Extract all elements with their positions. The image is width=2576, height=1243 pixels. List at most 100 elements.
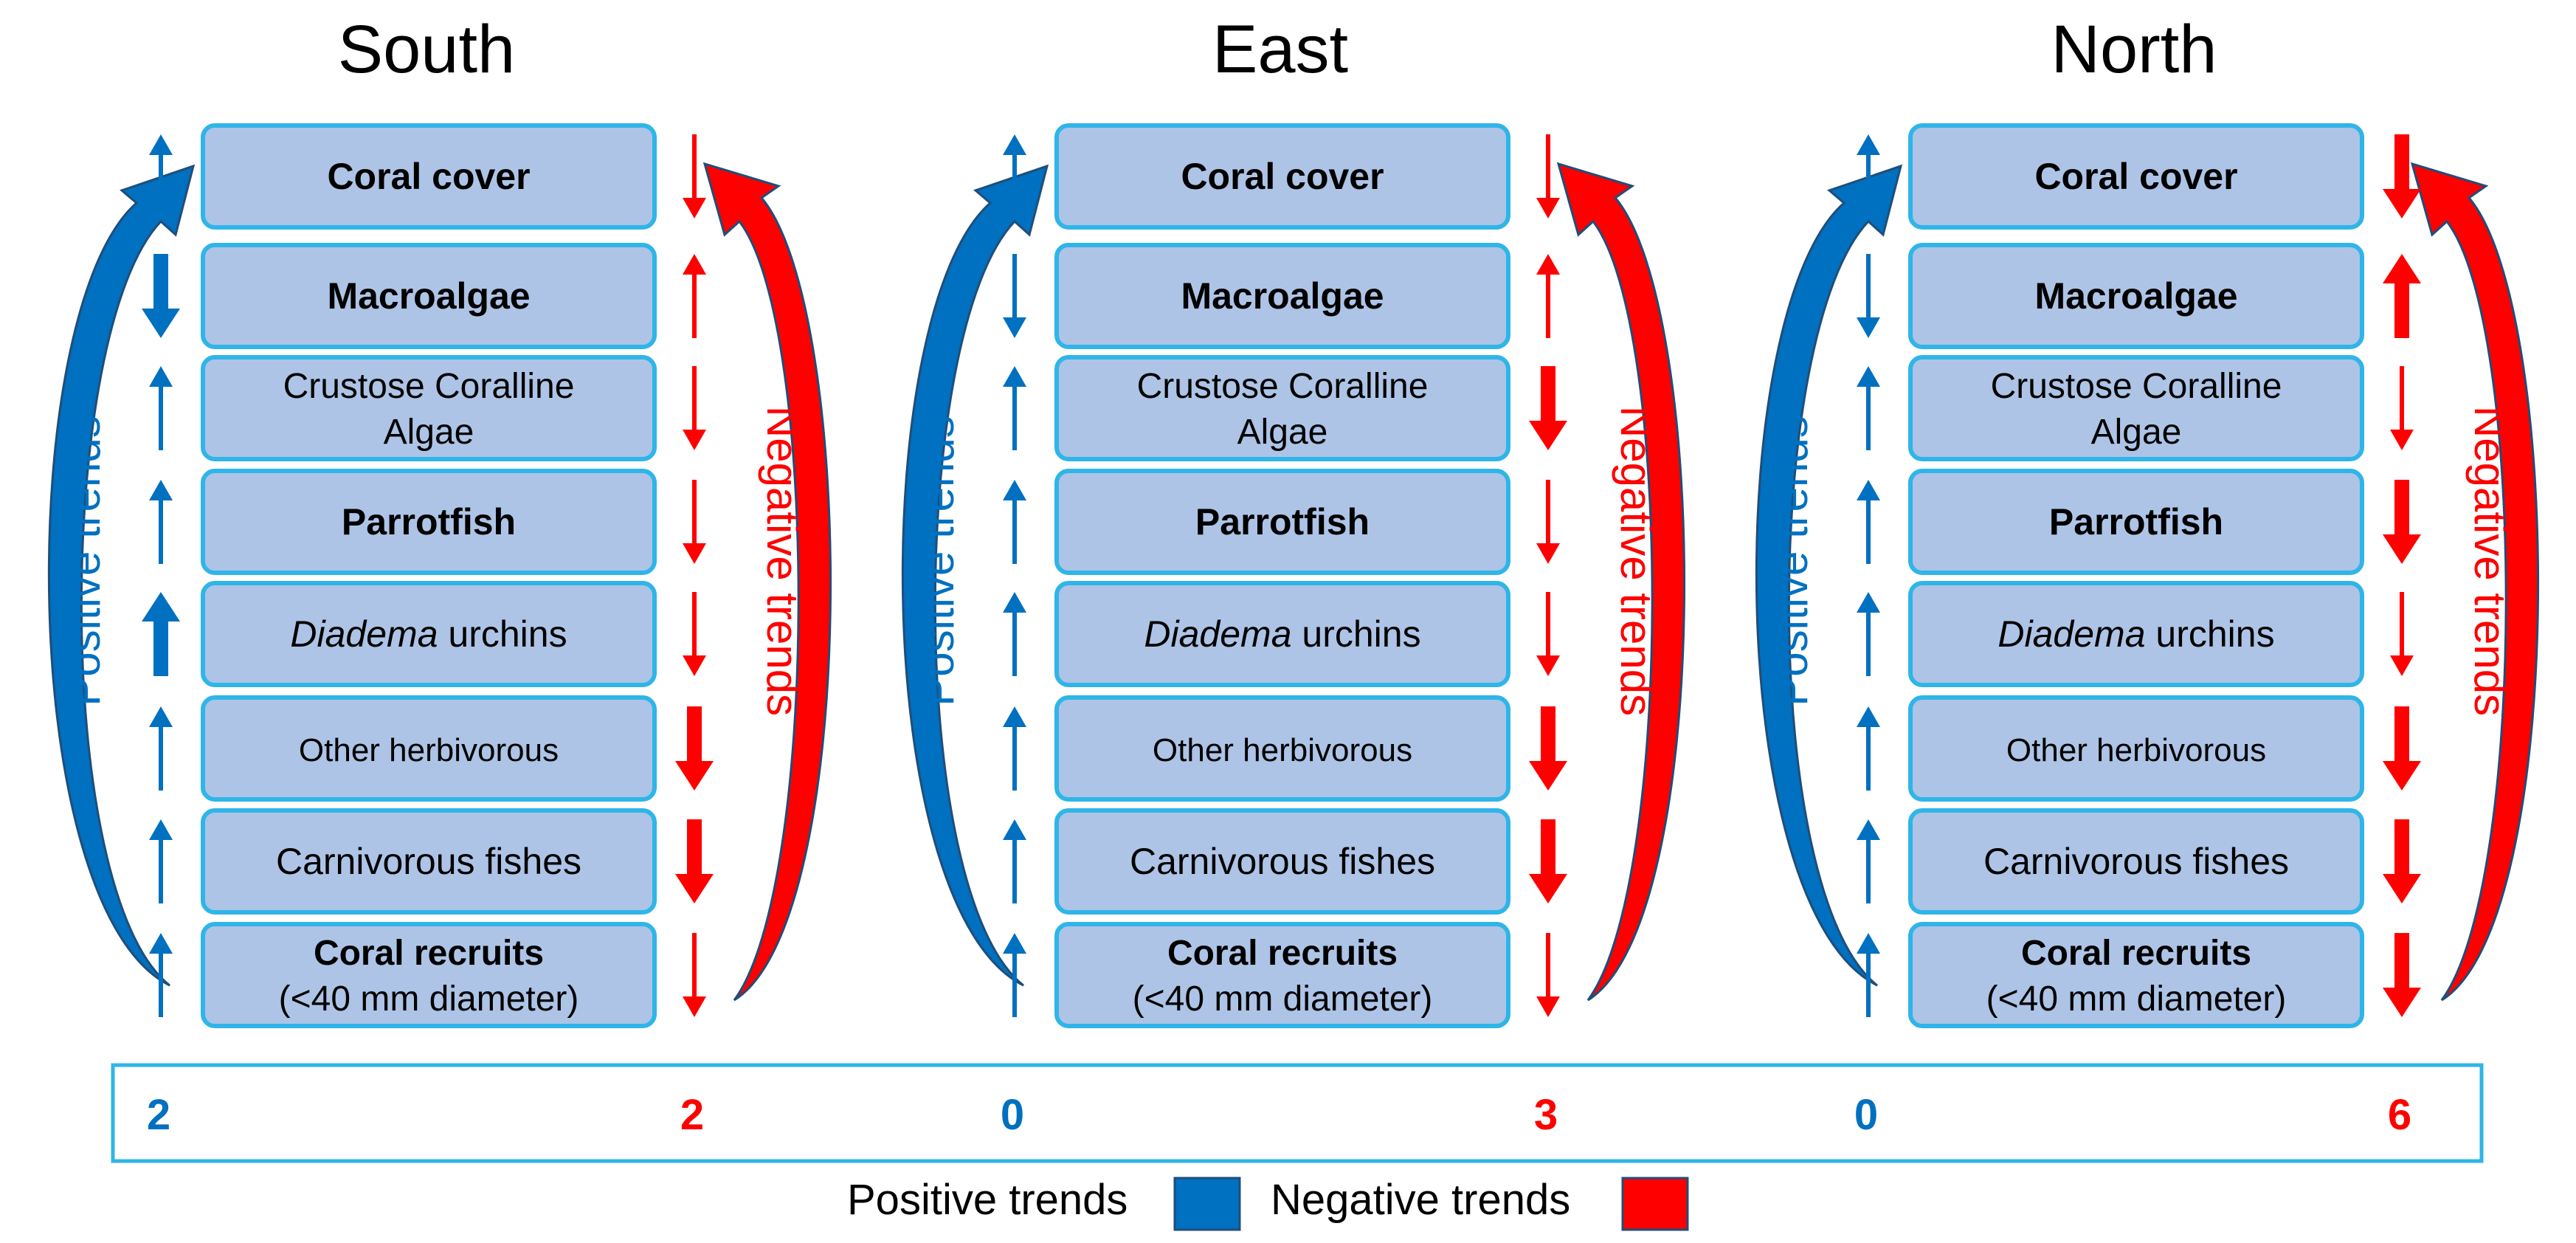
trophic-row: Coral recruits(<40 mm diameter) [1857,922,2421,1028]
trophic-box [1054,469,1510,575]
positive-trend-arrow-head [1857,134,1880,155]
negative-trend-arrow-head [2383,988,2421,1017]
positive-trend-arrow-head [1857,592,1880,613]
negative-feedback-curve [702,162,832,1002]
panel-title: South [338,12,515,87]
negative-trend-arrow-head [2390,655,2414,676]
positive-trend-arrow-head [1003,933,1026,954]
trophic-box-label: Algae [2091,413,2182,452]
side-label-negative: Negative trends [758,406,807,716]
trophic-box [201,695,657,802]
negative-trend-arrow-head [1536,254,1560,275]
positive-trend-arrow-head [1003,366,1026,387]
trophic-box-label: Algae [1237,413,1328,452]
positive-count: 0 [1001,1091,1024,1139]
positive-trend-arrow-head [1003,480,1026,500]
trophic-box [1908,581,2364,687]
trophic-row: Parrotfish [1003,469,1560,575]
positive-trend-arrow-head [1857,317,1880,338]
trophic-box [201,243,657,349]
trophic-box [201,123,657,230]
trophic-box [201,355,657,461]
trophic-box-label: Diadema urchins [1997,613,2274,655]
positive-trend-arrow-head [142,592,180,622]
trophic-box-label: Algae [384,413,474,452]
trophic-box-label: Coral cover [1181,156,1384,197]
negative-feedback-curve [2410,162,2540,1002]
trophic-row: Coral recruits (<40 mm diameter) [1003,922,1560,1028]
trophic-box [1054,922,1510,1028]
panel-title: East [1212,12,1348,87]
trophic-row: Carnivorous fishes [1003,808,1567,915]
trophic-row: Coral cover [1003,123,1560,230]
positive-trend-arrow-head [142,309,180,338]
side-label-positive: Positive trends [60,416,109,706]
positive-trend-arrow-head [1857,933,1880,954]
positive-trend-arrow-head [1857,366,1880,387]
trophic-row: Carnivorous fishes [149,808,714,915]
trophic-box-label: Macroalgae [327,275,530,317]
trophic-box [1908,243,2364,349]
positive-trend-arrow-head [1857,480,1880,500]
trophic-box-label: Parrotfish [2049,501,2223,543]
trophic-box-label: Coral cover [327,156,530,197]
positive-trend-arrow-head [149,933,173,954]
negative-trend-arrow-head [683,430,706,450]
trophic-box-label: (<40 mm diameter) [279,979,579,1019]
trophic-box-label: Crustose Coralline [1137,367,1429,406]
side-label-negative: Negative trends [1612,406,1661,716]
negative-trend-arrow-head [1529,761,1567,791]
positive-feedback-curve [901,164,1049,987]
negative-trend-arrow-head [1529,874,1567,903]
trophic-box-label: Coral cover [2034,156,2237,197]
legend-negative-swatch [1621,1177,1689,1231]
trophic-row: Coral cover [149,123,706,230]
trophic-row: Other herbivorous [149,695,714,802]
side-label-positive: Positive trends [1767,416,1817,706]
side-label-positive: Positive trends [914,416,963,706]
trophic-box-label: Coral recruits [1167,934,1398,973]
legend-negative-label: Negative trends [1271,1176,1570,1224]
negative-count: 2 [680,1091,704,1139]
negative-trend-arrow-head [683,543,706,564]
trophic-box-label: Diadema urchins [1144,613,1420,655]
negative-trend-arrow-head [683,254,706,275]
positive-feedback-curve [1755,164,1903,987]
negative-trend-arrow-head [1529,421,1567,450]
negative-trend-arrow-head [675,761,714,791]
trophic-box [201,922,657,1028]
trophic-box-label: (<40 mm diameter) [1986,979,2287,1019]
trophic-box [1908,808,2364,915]
trophic-box-label: (<40 mm diameter) [1133,979,1433,1019]
trophic-row: Macroalgae [1857,243,2421,349]
legend-positive-swatch [1173,1177,1241,1231]
negative-count: 3 [1534,1091,1558,1139]
trophic-box-label: Parrotfish [342,501,516,543]
trophic-box-label: Crustose Coralline [283,367,575,406]
trophic-box [1908,123,2364,230]
trophic-box [1054,355,1510,461]
trophic-box [1054,695,1510,802]
trophic-row: Macroalgae [142,243,706,349]
positive-trend-arrow-head [149,366,173,387]
positive-trend-arrow-head [1003,592,1026,613]
trophic-row: Macroalgae [1003,243,1560,349]
positive-trend-arrow-head [149,706,173,727]
trophic-row: Diadema urchins [1003,581,1560,687]
trophic-box-label: Diadema urchins [290,613,567,655]
legend-positive-label: Positive trends [847,1176,1128,1224]
panel-title: North [2051,12,2217,87]
negative-trend-arrow-head [2383,254,2421,283]
negative-trend-arrow-head [683,996,706,1017]
trophic-box [1054,123,1510,230]
negative-trend-arrow-head [2383,534,2421,564]
trophic-box-label: Carnivorous fishes [276,841,581,882]
